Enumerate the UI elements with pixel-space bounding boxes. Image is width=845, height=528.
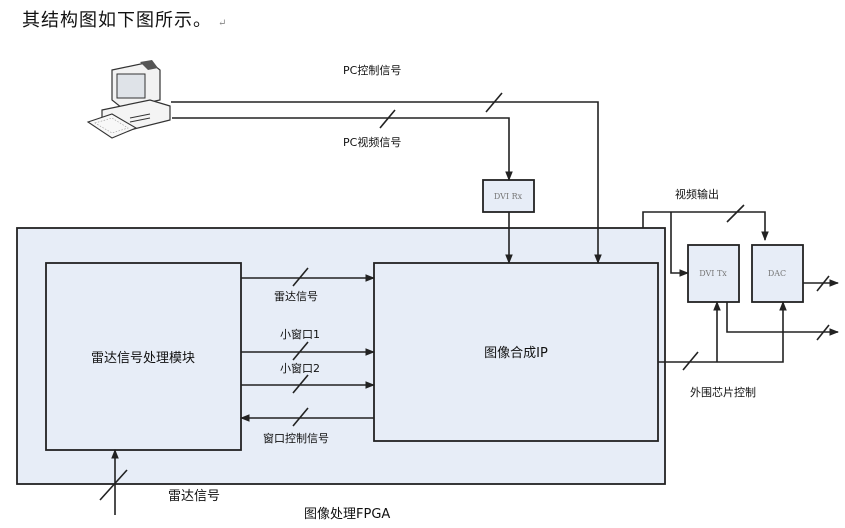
bus-slash: [292, 267, 309, 287]
bus-slash: [292, 407, 309, 427]
video-output-wire: [642, 211, 769, 241]
small-window-2-label: 小窗口2: [280, 361, 320, 375]
paragraph-mark: ↵: [218, 18, 228, 29]
radar-signal-label: 雷达信号: [274, 290, 318, 303]
radar-input-label: 雷达信号: [168, 489, 220, 504]
dvi-rx-block: [482, 179, 535, 213]
bus-slash: [292, 341, 309, 361]
video-output-label: 视频输出: [675, 187, 719, 201]
pc-control-label: PC控制信号: [343, 63, 401, 77]
intro-paragraph: 其结构图如下图所示。 ↵: [22, 6, 227, 32]
small-window-1-label: 小窗口1: [280, 327, 320, 341]
bus-slash: [485, 92, 503, 113]
bus-slash: [379, 109, 396, 129]
image-ip-label: 图像合成IP: [484, 346, 548, 361]
pc-video-wire: [172, 117, 513, 181]
dac-block: [751, 244, 804, 303]
dvi-tx-output-wire: [726, 302, 839, 336]
bus-slash: [682, 351, 699, 371]
dvi-tx-label: DVI Tx: [699, 269, 727, 278]
video-output-dvitx-wire: [670, 212, 689, 277]
dvi-tx-block: [687, 244, 740, 303]
peripheral-control-wire: [658, 301, 787, 363]
intro-text: 其结构图如下图所示。: [22, 10, 212, 31]
bus-slash: [816, 275, 830, 292]
pc-video-label: PC视频信号: [343, 135, 401, 149]
bus-slash: [726, 204, 745, 223]
window-control-label: 窗口控制信号: [263, 431, 329, 445]
bus-slash: [816, 324, 830, 341]
bus-slash: [99, 469, 128, 501]
radar-processing-module: [45, 262, 242, 451]
pc-control-wire: [171, 101, 602, 264]
dac-label: DAC: [768, 269, 786, 278]
bus-slash: [292, 374, 309, 394]
computer-icon: [86, 60, 171, 139]
peripheral-control-label: 外围芯片控制: [690, 385, 756, 399]
dvi-rx-label: DVI Rx: [494, 192, 523, 201]
fpga-label: 图像处理FPGA: [304, 507, 390, 522]
radar-module-label: 雷达信号处理模块: [91, 351, 195, 366]
